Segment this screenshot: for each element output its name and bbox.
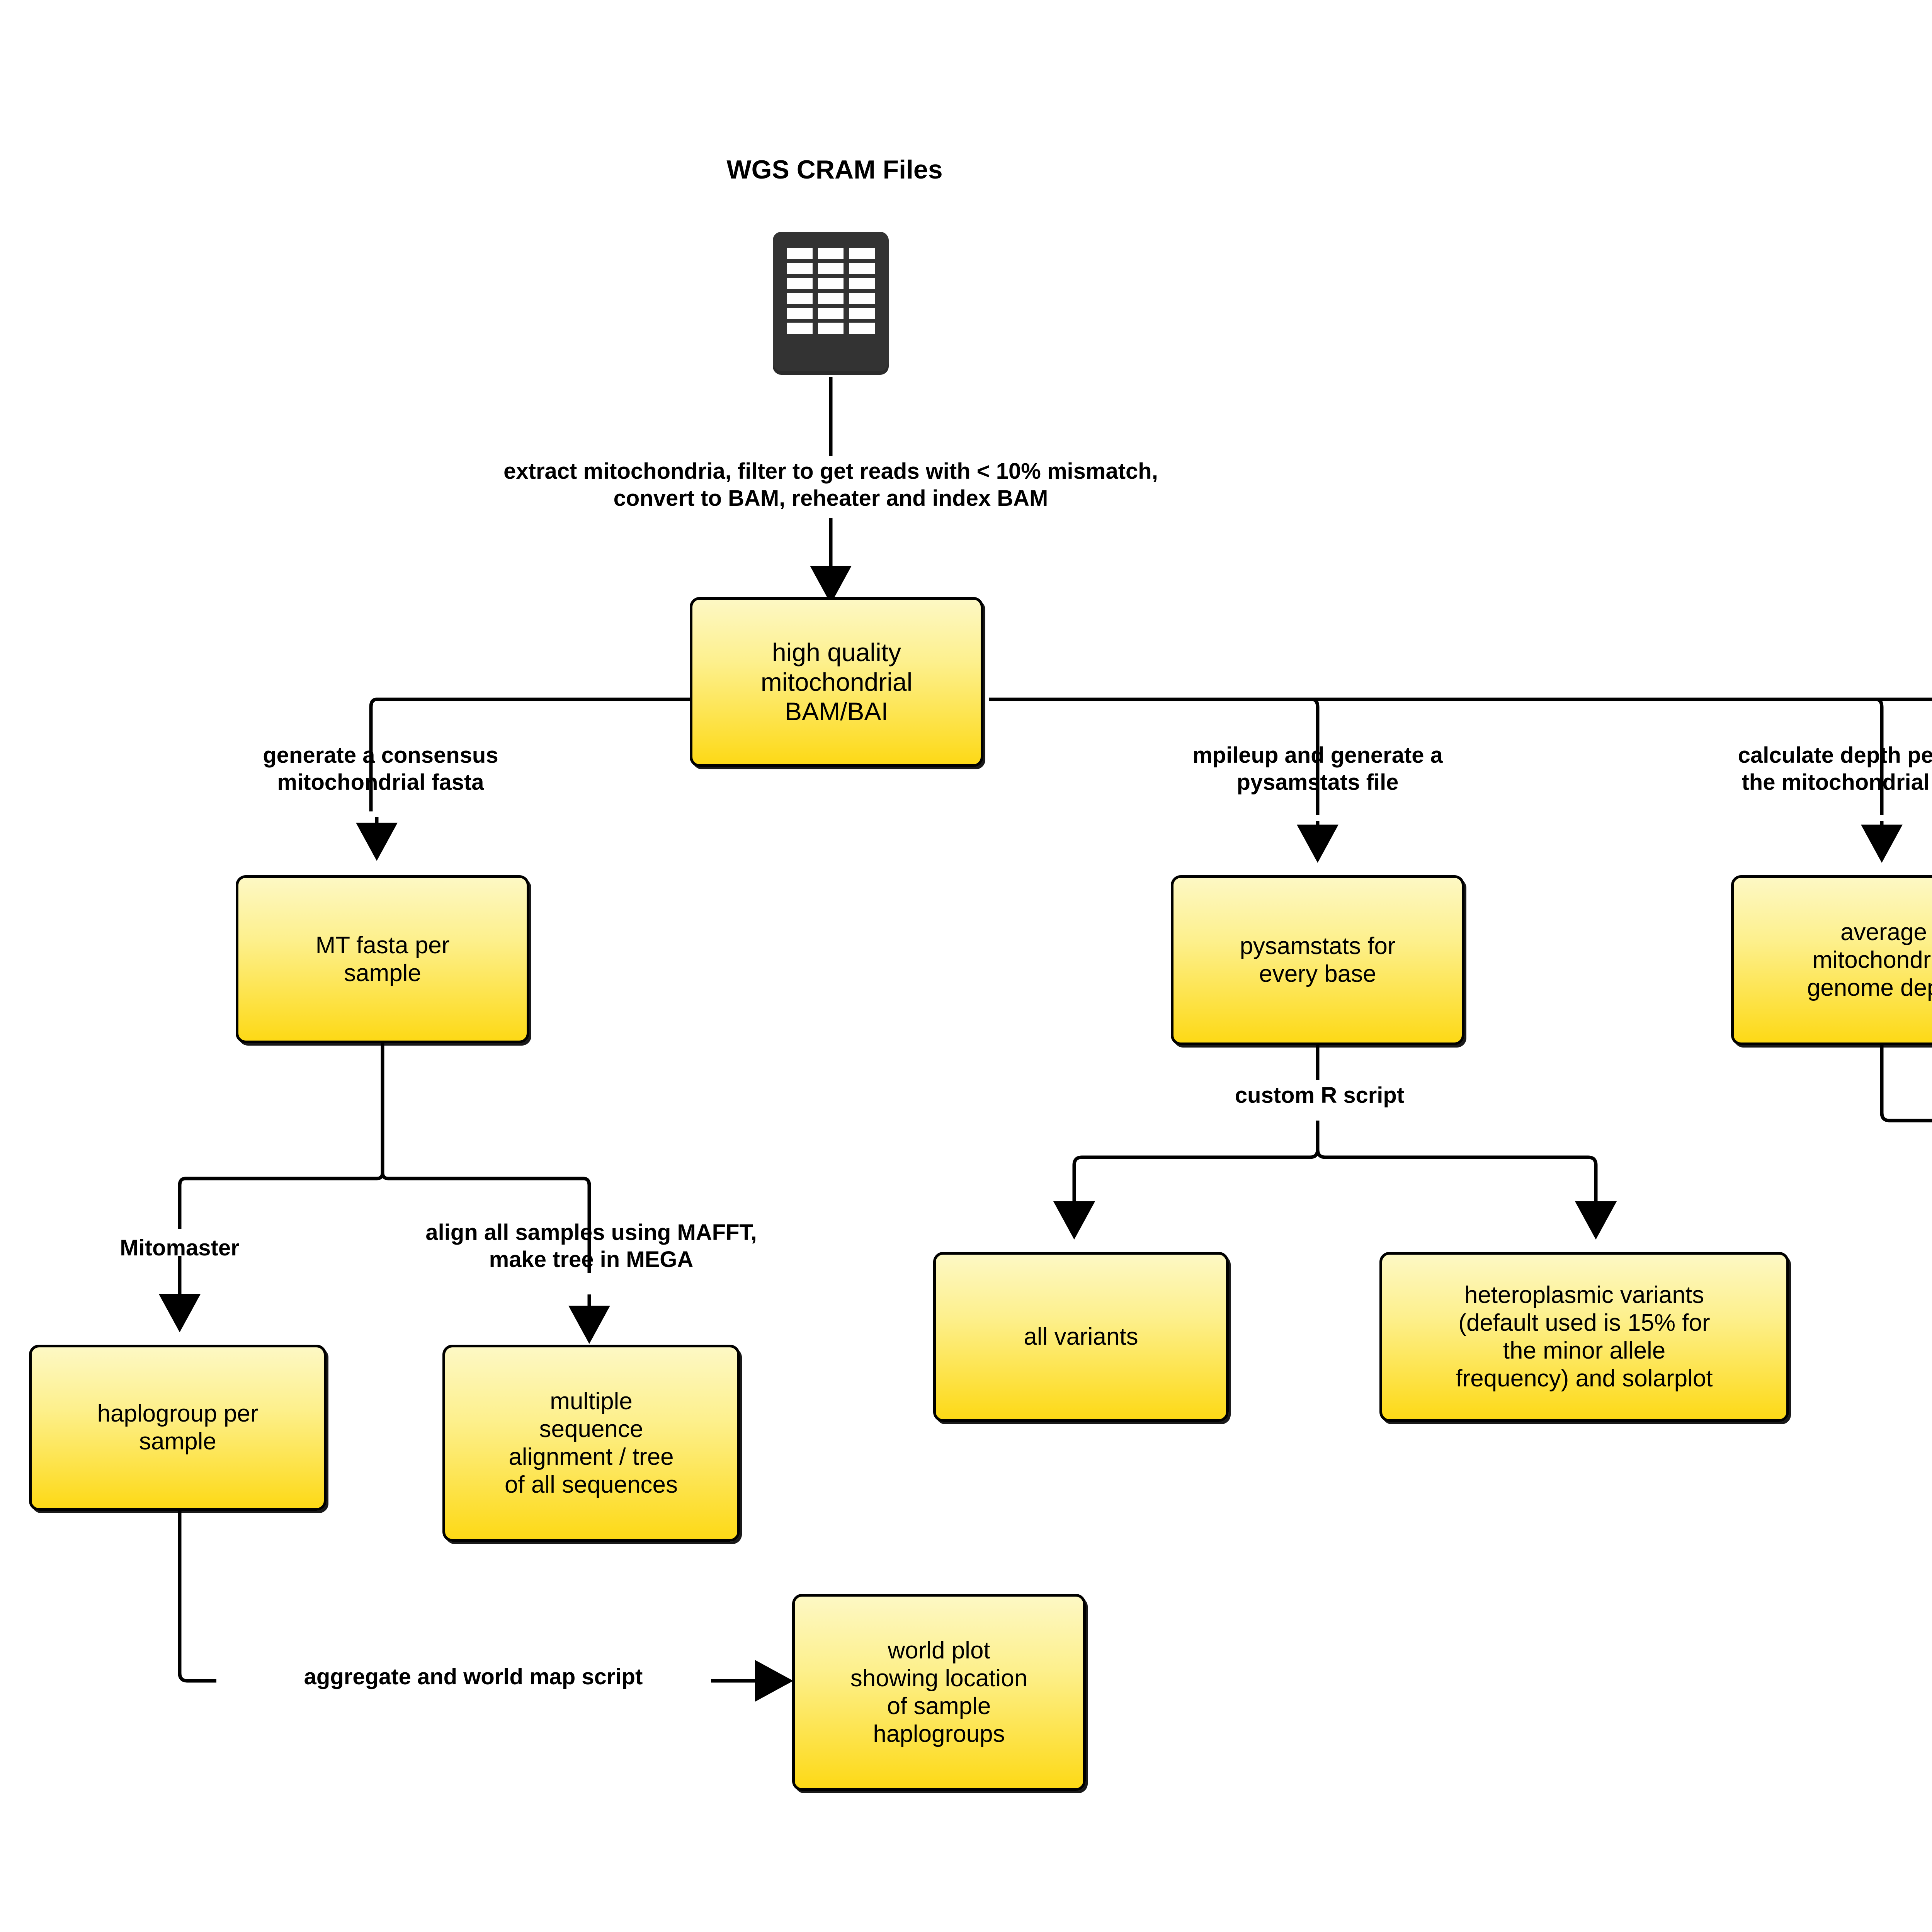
node-label: haplogroup per sample (97, 1400, 259, 1455)
edge-label-mitomaster: Mitomaster (120, 1235, 240, 1260)
icon-cell (818, 248, 844, 259)
edge-label-mpileup: mpileup and generate a pysamstats file (1192, 743, 1443, 795)
edge-bam-to-consensus (369, 697, 831, 811)
node-label: MT fasta per sample (315, 932, 450, 986)
node-label: all variants (1024, 1323, 1138, 1350)
icon-cell (849, 278, 875, 289)
icon-cell (849, 293, 875, 304)
icon-grid (787, 248, 875, 334)
edge-label-world-map: aggregate and world map script (304, 1664, 643, 1689)
edge-avgmt-to-merge (1880, 1045, 1932, 1122)
icon-cell (818, 293, 844, 304)
node-avg-mt-depth[interactable]: average mitochondrial genome depth (1731, 875, 1932, 1045)
edge-label-r-script-1: custom R script (1235, 1083, 1405, 1108)
icon-cell (849, 323, 875, 334)
edge-label-depth-mt: calculate depth per base in the mitochon… (1738, 743, 1932, 795)
node-bam-bai[interactable]: high quality mitochondrial BAM/BAI (690, 597, 983, 767)
node-msa-tree[interactable]: multiple sequence alignment / tree of al… (442, 1345, 740, 1542)
edge-label-consensus: generate a consensus mitochondrial fasta (263, 743, 498, 795)
edge-mtfasta-to-mafft (381, 1172, 591, 1273)
icon-cell (787, 293, 813, 304)
icon-cell (818, 308, 844, 319)
icon-cell (787, 248, 813, 259)
page-title: WGS CRAM Files (726, 155, 943, 184)
node-heteroplasmic-variants[interactable]: heteroplasmic variants (default used is … (1379, 1252, 1789, 1422)
node-label: pysamstats for every base (1240, 933, 1396, 987)
edge-to-heteroplasmic (1316, 1121, 1617, 1240)
database-files-icon (773, 232, 889, 371)
node-label: high quality mitochondrial BAM/BAI (760, 638, 913, 726)
edge-label-extract: extract mitochondria, filter to get read… (503, 459, 1158, 511)
edge-label-mafft: align all samples using MAFFT, make tree… (425, 1220, 757, 1272)
icon-cell (787, 263, 813, 274)
edge-haplogroup-down (178, 1511, 216, 1683)
node-mt-fasta[interactable]: MT fasta per sample (236, 875, 529, 1043)
node-pysamstats[interactable]: pysamstats for every base (1171, 875, 1464, 1045)
icon-cell (849, 263, 875, 274)
edge-to-all-variants (1053, 1121, 1320, 1240)
node-haplogroup[interactable]: haplogroup per sample (29, 1345, 327, 1511)
node-world-plot[interactable]: world plot showing location of sample ha… (792, 1594, 1086, 1791)
node-label: average mitochondrial genome depth (1807, 919, 1932, 1001)
icon-cell (818, 263, 844, 274)
node-all-variants[interactable]: all variants (933, 1252, 1229, 1422)
node-label: world plot showing location of sample ha… (850, 1637, 1028, 1747)
icon-cell (787, 323, 813, 334)
node-label: heteroplasmic variants (default used is … (1456, 1282, 1713, 1392)
node-label: multiple sequence alignment / tree of al… (504, 1388, 678, 1498)
icon-cell (787, 308, 813, 319)
icon-cell (818, 323, 844, 334)
icon-cell (849, 308, 875, 319)
icon-cell (818, 278, 844, 289)
icon-cell (849, 248, 875, 259)
icon-cell (787, 278, 813, 289)
